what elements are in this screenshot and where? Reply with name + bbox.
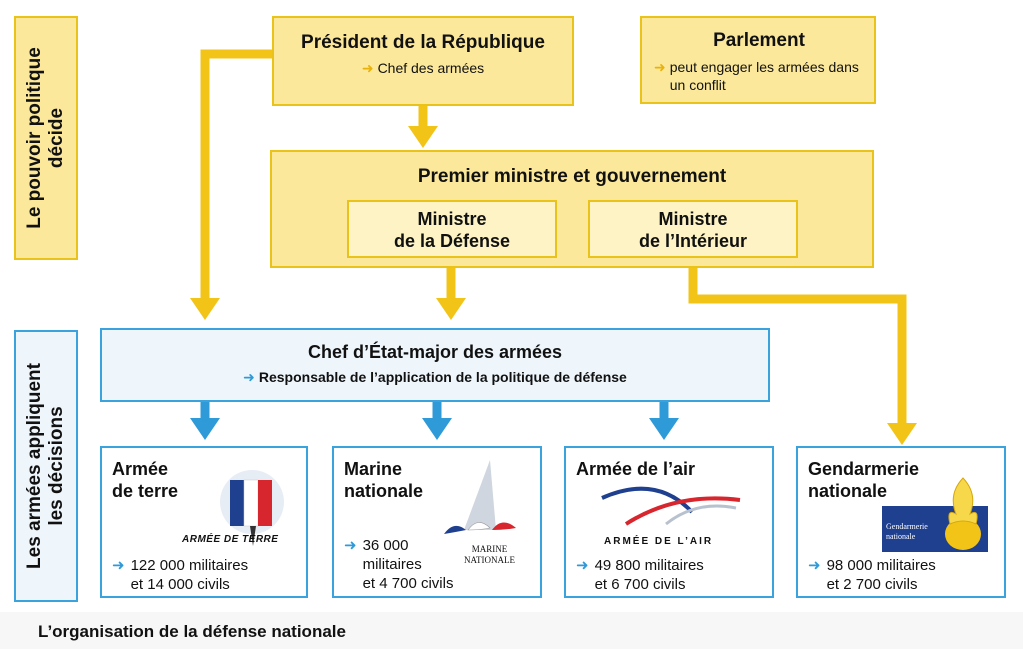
president-title: Président de la République: [301, 32, 545, 53]
navy-logo-text: MARINE NATIONALE: [464, 544, 515, 565]
arrow-right-icon: ➜: [344, 537, 357, 554]
unit-gendarmerie-name: Gendarmerie nationale: [808, 459, 920, 501]
defense-minister-box: Ministre de la Défense: [347, 200, 557, 258]
diagram-caption: L’organisation de la défense nationale: [38, 622, 346, 641]
arrow-right-icon: ➜: [243, 369, 255, 385]
arrow-right-icon: ➜: [576, 557, 589, 574]
political-side-label: Le pouvoir politique décide: [24, 47, 67, 229]
government-title: Premier ministre et gouvernement: [417, 166, 727, 187]
interior-minister-box: Ministre de l’Intérieur: [588, 200, 798, 258]
airforce-logo-text: ARMÉE DE L’AIR: [604, 536, 714, 547]
unit-army-stats: ➜ 122 000 militaires et 14 000 civils: [112, 557, 249, 593]
political-side-panel: Le pouvoir politique décide: [14, 16, 78, 260]
unit-airforce-name: Armée de l’air: [576, 459, 696, 479]
chief-of-staff-role: ➜Responsable de l’application de la poli…: [243, 369, 627, 385]
arrow-president-to-chief: [200, 49, 277, 300]
navy-logo: [444, 460, 516, 534]
parliament-box: Parlement ➜peut engager les armées dans …: [640, 16, 876, 104]
president-box: Président de la République ➜Chef des arm…: [272, 16, 574, 106]
unit-navy-stats: ➜ 36 000 militaires et 4 700 civils: [344, 537, 454, 592]
arrow-right-icon: ➜: [808, 557, 821, 574]
gendarmerie-logo-text: Gendarmerie nationale: [886, 522, 928, 541]
armies-side-label: Les armées appliquent les décisions: [24, 363, 67, 569]
army-logo: [220, 470, 284, 546]
unit-army-name: Armée de terre: [112, 459, 179, 501]
unit-navy-name: Marine nationale: [344, 459, 424, 501]
unit-airforce-box: Armée de l’air ARMÉE DE L’AIR ➜ 49 800 m…: [564, 446, 774, 598]
interior-minister-label: Ministre de l’Intérieur: [638, 209, 748, 251]
caption-band: [0, 612, 1023, 649]
unit-army-box: Armée de terre ARMÉE DE TERRE ➜ 122 000 …: [100, 446, 308, 598]
chief-of-staff-title: Chef d’État-major des armées: [307, 342, 563, 362]
armies-side-panel: Les armées appliquent les décisions: [14, 330, 78, 602]
unit-navy-box: Marine nationale MARINE NATIONALE ➜ 36 0…: [332, 446, 542, 598]
unit-gendarmerie-stats: ➜ 98 000 militaires et 2 700 civils: [808, 557, 936, 593]
arrow-right-icon: ➜: [112, 557, 125, 574]
parliament-role: ➜peut engager les armées dans un conflit: [654, 59, 859, 93]
unit-gendarmerie-box: Gendarmerie nationale Gendarmerie nation…: [796, 446, 1006, 598]
defense-minister-label: Ministre de la Défense: [393, 209, 511, 251]
chief-of-staff-box: Chef d’État-major des armées ➜Responsabl…: [100, 328, 770, 402]
gendarmerie-logo: [945, 477, 981, 550]
president-role: ➜Chef des armées: [361, 60, 485, 76]
arrow-right-icon: ➜: [654, 59, 666, 75]
parliament-title: Parlement: [713, 30, 805, 51]
arrow-right-icon: ➜: [361, 60, 374, 76]
army-logo-text: ARMÉE DE TERRE: [182, 534, 279, 545]
unit-airforce-stats: ➜ 49 800 militaires et 6 700 civils: [576, 557, 704, 593]
arrow-interior-to-gendarmerie: [688, 268, 907, 425]
airforce-logo: [601, 486, 741, 526]
